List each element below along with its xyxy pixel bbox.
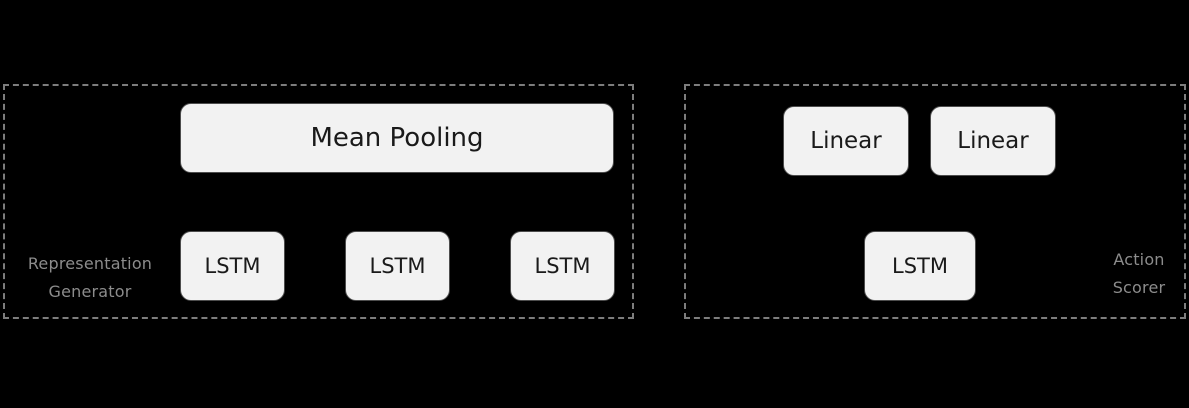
node-lstm-2[interactable]: LSTM — [345, 231, 450, 301]
node-lstm-2-label: LSTM — [369, 253, 426, 278]
node-lstm-1[interactable]: LSTM — [180, 231, 285, 301]
node-lstm-3-label: LSTM — [534, 253, 591, 278]
node-linear-1-label: Linear — [810, 127, 882, 154]
node-lstm-scorer-label: LSTM — [892, 253, 948, 278]
node-linear-1[interactable]: Linear — [783, 106, 909, 176]
node-lstm-3[interactable]: LSTM — [510, 231, 615, 301]
node-lstm-scorer[interactable]: LSTM — [864, 231, 976, 301]
node-lstm-1-label: LSTM — [204, 253, 261, 278]
node-mean-pooling-label: Mean Pooling — [310, 123, 484, 153]
node-mean-pooling[interactable]: Mean Pooling — [180, 103, 614, 173]
group-label-representation-generator: Representation Generator — [27, 254, 153, 301]
group-action-scorer — [684, 84, 1186, 319]
group-label-action-scorer: Action Scorer — [1112, 250, 1166, 297]
group-representation-generator — [3, 84, 634, 319]
node-linear-2-label: Linear — [957, 127, 1029, 154]
node-linear-2[interactable]: Linear — [930, 106, 1056, 176]
